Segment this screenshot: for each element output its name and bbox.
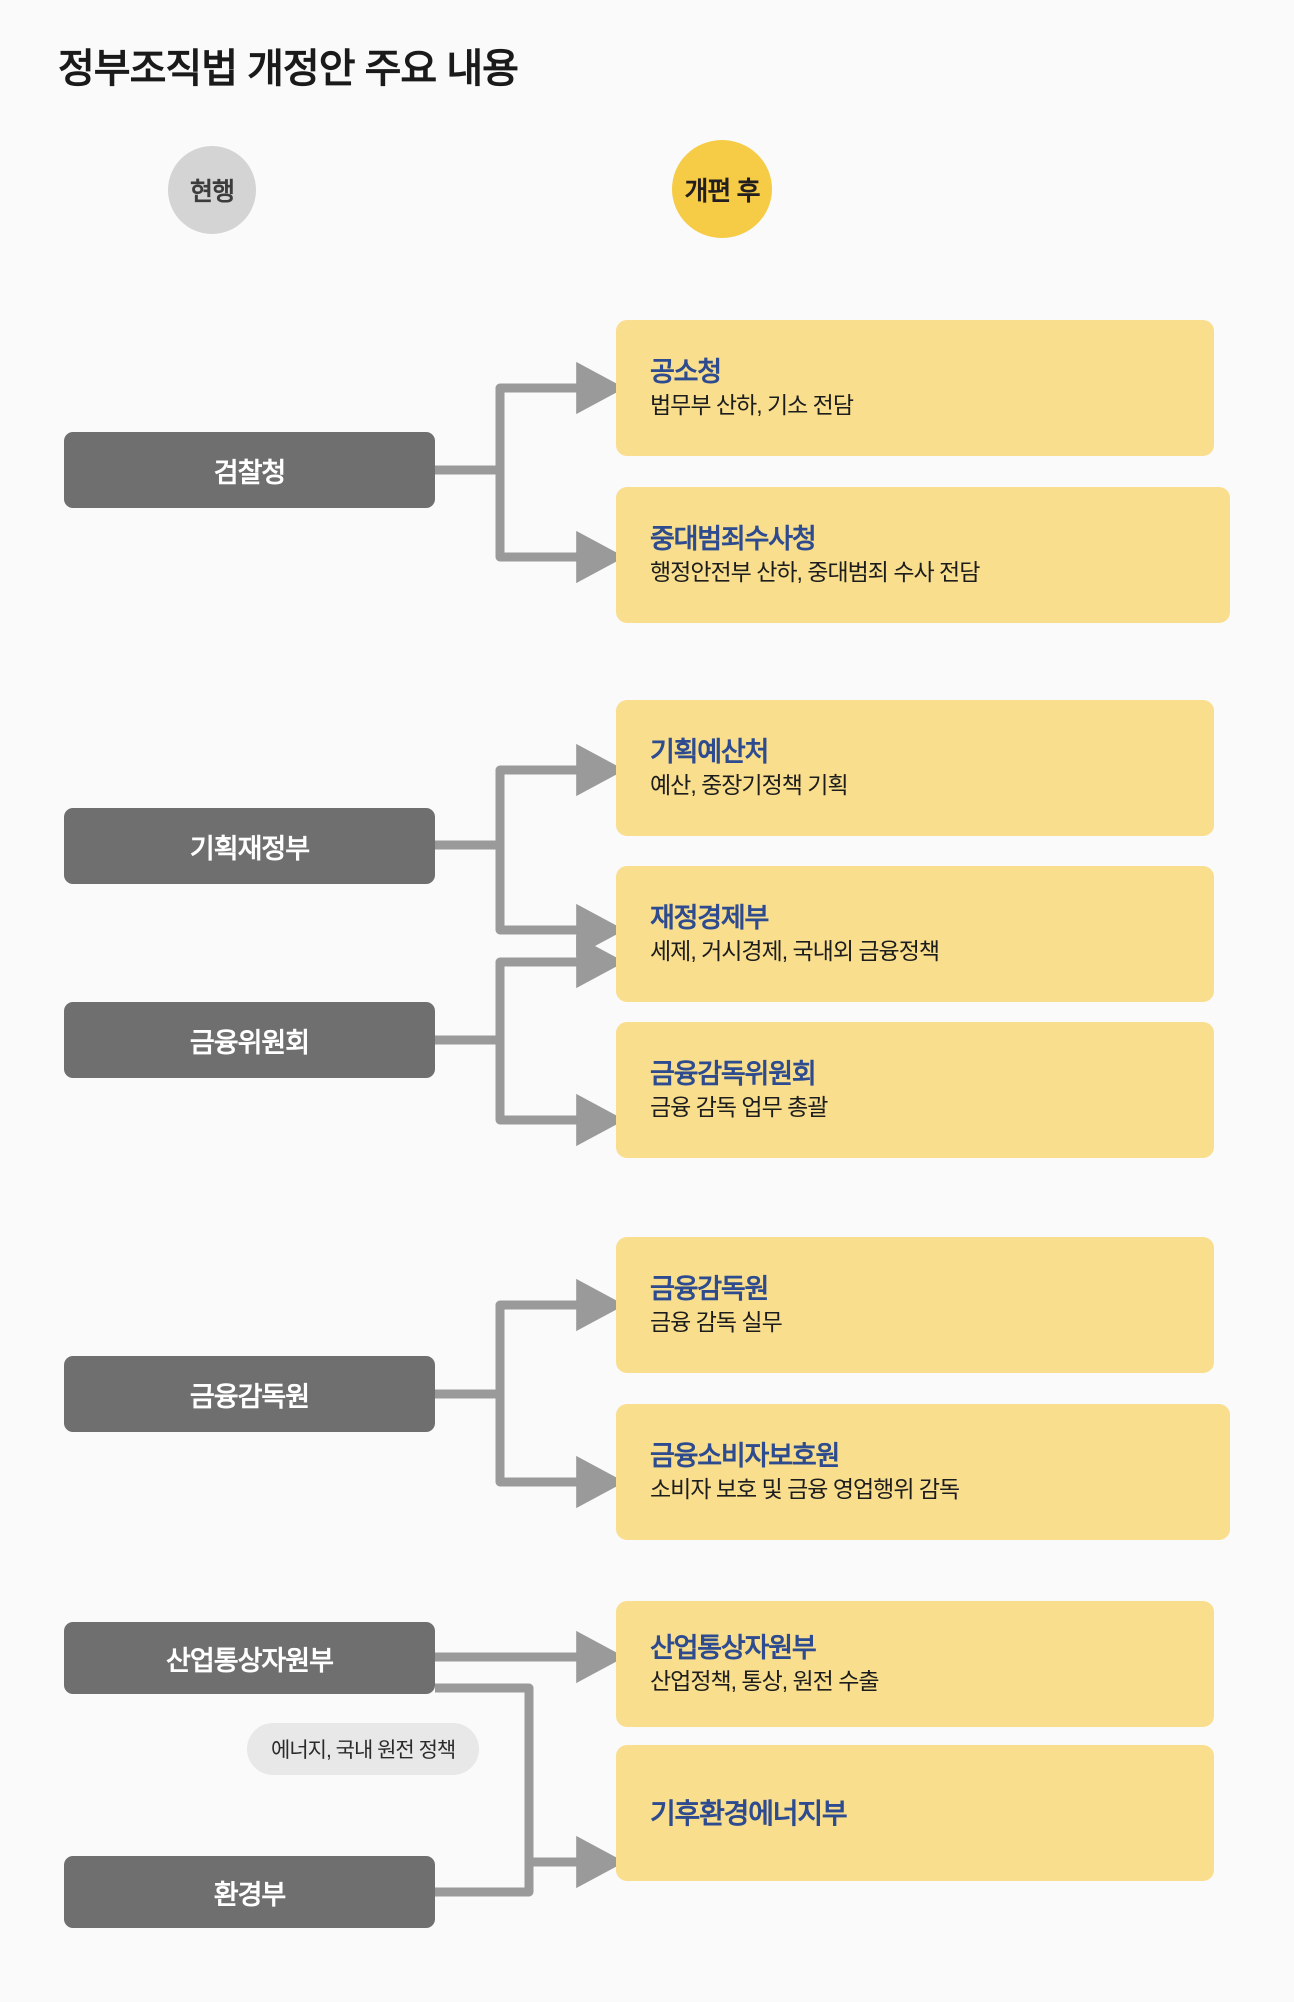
current-box-moe[interactable]: 환경부 [64, 1856, 435, 1928]
after-box-finance-economy-ministry[interactable]: 재정경제부 세제, 거시경제, 국내외 금융정책 [616, 866, 1214, 1002]
current-box-motie[interactable]: 산업통상자원부 [64, 1622, 435, 1694]
after-box-title: 공소청 [650, 356, 722, 387]
after-box-financial-consumer-protection[interactable]: 금융소비자보호원 소비자 보호 및 금융 영업행위 감독 [616, 1404, 1230, 1540]
page-title: 정부조직법 개정안 주요 내용 [58, 47, 519, 91]
legend-badge-current: 현행 [168, 146, 256, 234]
connector-fsc-to-supervisorycommittee [435, 1035, 625, 1147]
after-box-desc: 소비자 보호 및 금융 영업행위 감독 [650, 1476, 960, 1503]
after-box-title: 기획예산처 [650, 736, 769, 767]
current-box-fsc[interactable]: 금융위원회 [64, 1002, 435, 1078]
after-box-desc: 법무부 산하, 기소 전담 [650, 392, 854, 419]
after-box-title: 산업통상자원부 [650, 1632, 817, 1663]
after-box-desc: 금융 감독 업무 총괄 [650, 1094, 828, 1121]
after-box-motie[interactable]: 산업통상자원부 산업정책, 통상, 원전 수출 [616, 1601, 1214, 1727]
current-box-moef[interactable]: 기획재정부 [64, 808, 435, 884]
current-box-fss[interactable]: 금융감독원 [64, 1356, 435, 1432]
connector-fss-to-consumer [435, 1389, 625, 1509]
after-box-desc: 세제, 거시경제, 국내외 금융정책 [650, 938, 940, 965]
after-box-title: 재정경제부 [650, 902, 769, 933]
after-box-fss[interactable]: 금융감독원 금융 감독 실무 [616, 1237, 1214, 1373]
after-box-desc: 행정안전부 산하, 중대범죄 수사 전담 [650, 559, 980, 586]
after-box-climate-environment-energy[interactable]: 기후환경에너지부 [616, 1745, 1214, 1881]
after-box-title: 금융감독위원회 [650, 1058, 817, 1089]
connector-fss-to-fss [435, 1278, 625, 1399]
after-box-gongsocheong[interactable]: 공소청 법무부 산하, 기소 전담 [616, 320, 1214, 456]
connector-motie-energy-to-climate [435, 1683, 625, 1889]
after-box-desc: 금융 감독 실무 [650, 1309, 783, 1336]
connector-mof-to-budget [435, 743, 625, 850]
after-box-title: 중대범죄수사청 [650, 523, 817, 554]
after-box-title: 금융소비자보호원 [650, 1440, 840, 1471]
connector-fsc-to-economy [435, 935, 625, 1045]
connector-prosecution-to-majorcrime [435, 465, 625, 584]
after-box-desc: 산업정책, 통상, 원전 수출 [650, 1668, 880, 1695]
after-box-title: 금융감독원 [650, 1273, 769, 1304]
connector-mof-to-economy [435, 840, 625, 957]
legend-badge-after: 개편 후 [672, 140, 772, 238]
after-box-title: 기후환경에너지부 [650, 1798, 848, 1830]
after-box-desc: 예산, 중장기정책 기획 [650, 772, 849, 799]
connector-prosecution-to-gongsocheong [435, 361, 625, 475]
after-box-financial-supervisory-committee[interactable]: 금융감독위원회 금융 감독 업무 총괄 [616, 1022, 1214, 1158]
after-box-major-crime-investigation[interactable]: 중대범죄수사청 행정안전부 산하, 중대범죄 수사 전담 [616, 487, 1230, 623]
after-box-budget-office[interactable]: 기획예산처 예산, 중장기정책 기획 [616, 700, 1214, 836]
current-box-prosecution-service[interactable]: 검찰청 [64, 432, 435, 508]
connector-moe-to-climate [435, 1862, 534, 1897]
energy-policy-note: 에너지, 국내 원전 정책 [247, 1723, 480, 1775]
